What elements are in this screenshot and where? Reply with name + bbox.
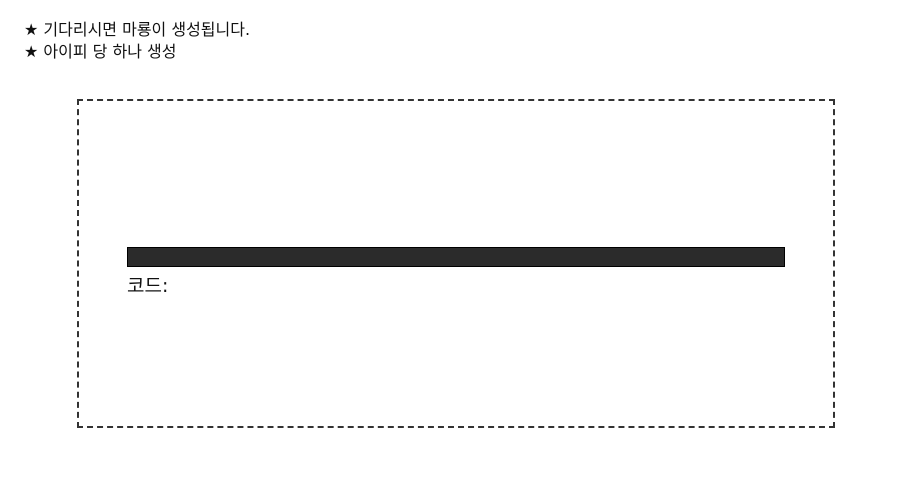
code-label: 코드: (127, 275, 169, 297)
progress-bar (127, 247, 785, 267)
note-per-ip: ★ 아이피 당 하나 생성 (24, 42, 177, 61)
note-wait: ★ 기다리시면 마룡이 생성됩니다. (24, 20, 251, 39)
code-panel: 코드: (77, 99, 835, 428)
notes: ★ 기다리시면 마룡이 생성됩니다. ★ 아이피 당 하나 생성 (24, 19, 250, 63)
